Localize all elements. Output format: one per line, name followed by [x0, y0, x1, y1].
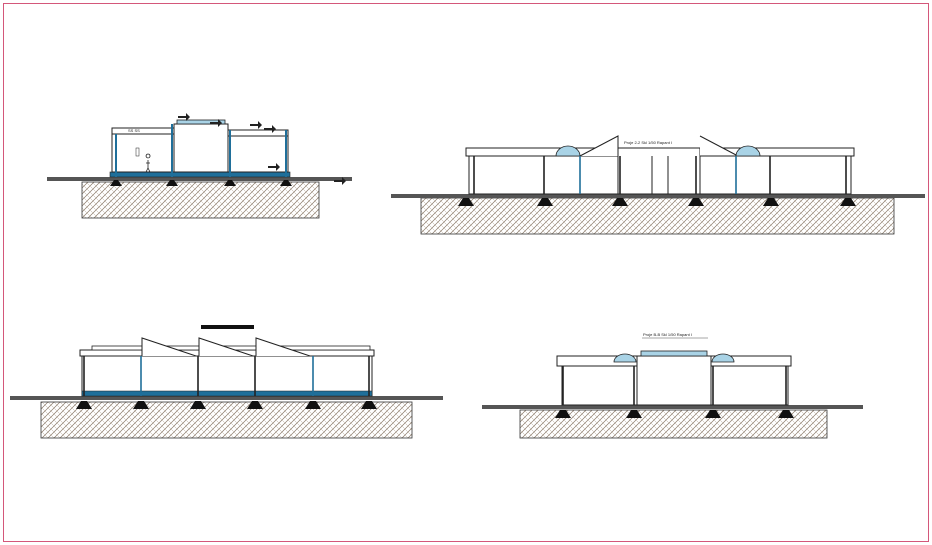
section-view-1: SS SS: [47, 113, 352, 219]
ridge-label: SS SS: [128, 128, 140, 133]
center-skylight: [640, 350, 708, 357]
roof-slope-right: [699, 135, 739, 157]
level-marker: [334, 177, 346, 185]
footing: [305, 401, 321, 409]
footing: [612, 198, 628, 206]
center-volume: [173, 123, 229, 173]
footing: [537, 198, 553, 206]
sawtooth-roof: [198, 337, 254, 357]
section-label: Proje 2-2 Skl 1/50 Rapant I: [624, 140, 672, 145]
section-label: Proje B-B Skl 1/50 Rapant I: [643, 332, 692, 337]
dimension-tag: [135, 147, 140, 157]
raised-center: [617, 147, 701, 195]
raised-center: [636, 355, 712, 406]
level-marker: [210, 119, 222, 127]
footing: [224, 180, 236, 186]
footing: [840, 198, 856, 206]
dome: [711, 353, 735, 363]
floor-slab: [81, 390, 373, 397]
center-skylight: [176, 119, 226, 125]
ground-line: [482, 405, 863, 409]
dome: [613, 353, 637, 363]
right-roof: [227, 129, 289, 137]
footing: [76, 401, 92, 409]
left-wing: [111, 133, 175, 173]
ground-line: [391, 194, 925, 198]
foundation-soil: [81, 181, 320, 219]
footing: [110, 180, 122, 186]
sheet-border: [3, 3, 929, 542]
level-marker: [250, 121, 262, 129]
footing: [626, 410, 642, 418]
footing: [247, 401, 263, 409]
dome: [735, 145, 761, 157]
title-bar: [201, 325, 254, 329]
foundation-soil: [40, 401, 413, 439]
main-volume: [81, 355, 373, 397]
footing: [778, 410, 794, 418]
section-view-4: Proje B-B Skl 1/50 Rapant I: [482, 332, 863, 439]
footing: [280, 180, 292, 186]
sawtooth-roof: [141, 337, 197, 357]
footing: [555, 410, 571, 418]
ground-line: [47, 177, 352, 181]
foundation-soil: [420, 197, 895, 235]
roof-slope-left: [579, 135, 619, 157]
person-figure: [145, 153, 151, 173]
dome: [555, 145, 581, 157]
floor-slab: [109, 171, 291, 178]
level-marker: [264, 125, 276, 133]
footing: [705, 410, 721, 418]
footing: [133, 401, 149, 409]
section-view-3: [10, 325, 443, 439]
level-marker: [268, 163, 280, 171]
footing: [763, 198, 779, 206]
footing: [688, 198, 704, 206]
section-view-2: Proje 2-2 Skl 1/50 Rapant I: [391, 135, 925, 235]
footing: [166, 180, 178, 186]
foundation-soil: [519, 409, 828, 439]
level-marker: [178, 113, 190, 121]
left-roof: [111, 127, 175, 135]
footing: [190, 401, 206, 409]
ground-line: [10, 396, 443, 400]
sawtooth-roof: [255, 337, 311, 357]
footing: [361, 401, 377, 409]
footing: [458, 198, 474, 206]
